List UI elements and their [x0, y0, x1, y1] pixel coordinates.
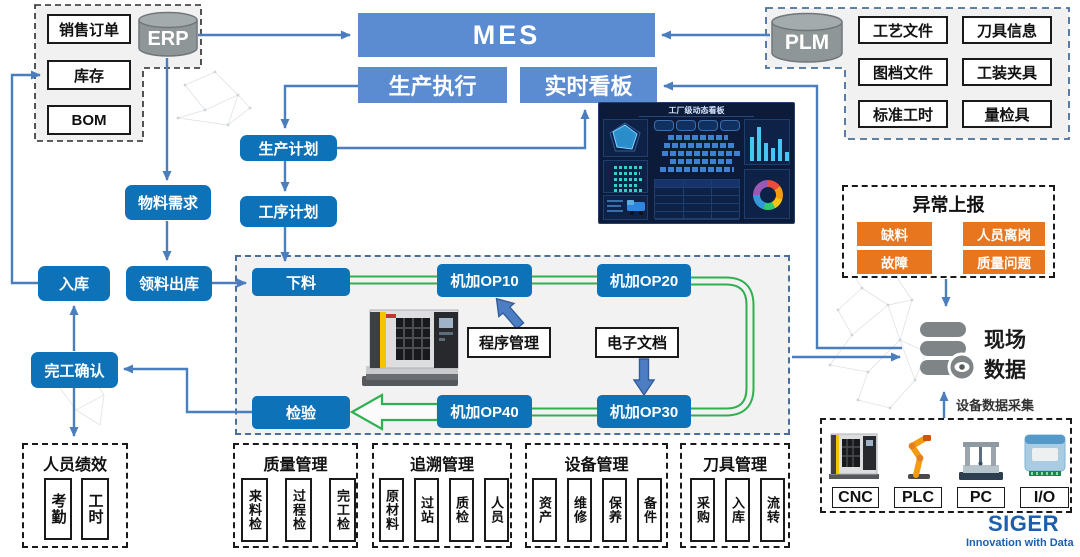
dashboard-table — [654, 179, 740, 220]
arrow-exec-to-production-plan — [280, 84, 358, 129]
arrow-warehouse-to-stock — [10, 70, 41, 285]
factory-dashboard-image: 工厂级动态看板 — [598, 102, 795, 224]
mesh-nodes — [176, 70, 928, 410]
arrow-fielddata-to-board — [663, 81, 902, 350]
arrow-inspection-to-completion — [123, 364, 252, 414]
dashboard-bar-chart — [744, 119, 790, 165]
dashboard-header-line — [639, 116, 754, 117]
mesh-decoration — [59, 71, 927, 426]
green-arrow-to-inspection — [349, 393, 440, 431]
green-flow-track — [348, 275, 755, 417]
dashboard-stat-capsules — [654, 120, 740, 131]
dashboard-title: 工厂级动态看板 — [668, 106, 725, 115]
dashboard-truck-image — [627, 202, 645, 211]
dashboard-gantt-rows — [654, 135, 740, 175]
dashboard-radar-panel — [603, 119, 648, 157]
plm-group-outline — [765, 7, 1070, 140]
block-arrow-edoc-to-op30 — [632, 358, 656, 397]
dashboard-list-panel — [603, 160, 648, 193]
dashboard-donut-chart — [744, 169, 790, 219]
dashboard-product-panel — [603, 195, 648, 220]
erp-group-outline — [34, 4, 202, 142]
block-arrow-program-to-op10 — [495, 297, 525, 330]
arrow-plan-to-board — [337, 109, 590, 150]
